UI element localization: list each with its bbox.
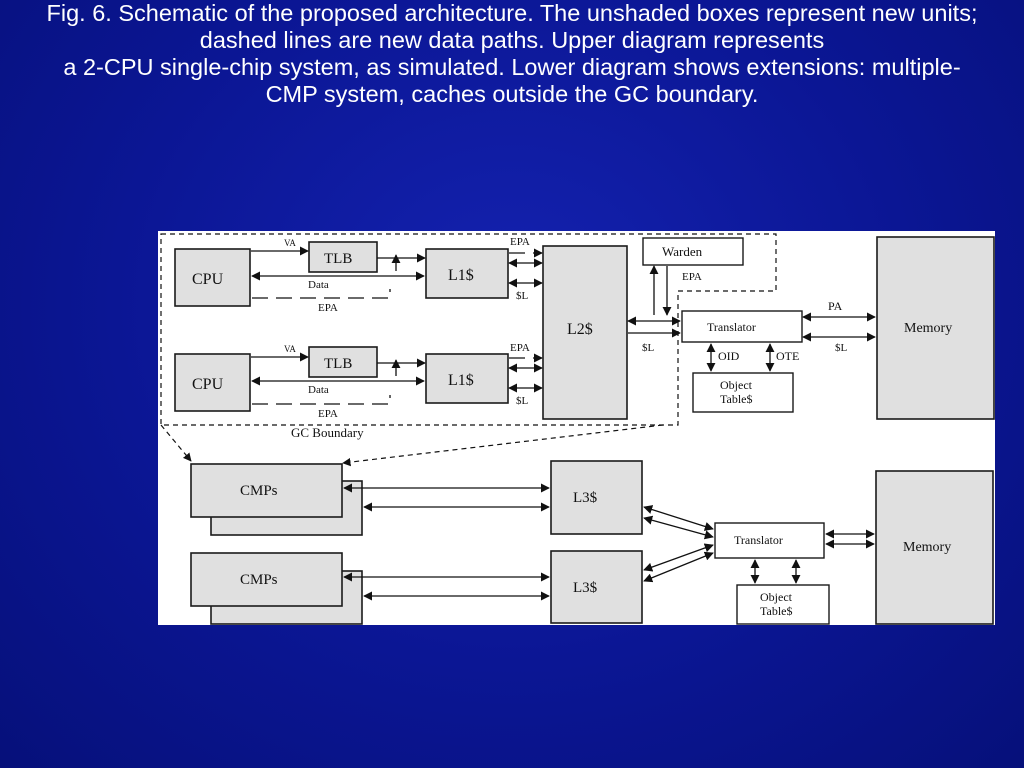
l3-1-translator-link-a bbox=[643, 505, 714, 531]
data-1-label: Data bbox=[308, 279, 329, 291]
object-table-lower-label-1: Object bbox=[760, 590, 793, 604]
l3-2-translator-link-b bbox=[643, 551, 714, 583]
caption-line-1: Fig. 6. Schematic of the proposed archit… bbox=[46, 0, 978, 53]
memory-upper-box bbox=[876, 236, 995, 420]
l3-1-translator-link-b bbox=[643, 515, 714, 540]
sl-l2-translator-label: $L bbox=[642, 342, 655, 354]
sl-memory-label: $L bbox=[835, 342, 848, 354]
sl-l1-2-label: $L bbox=[516, 395, 529, 407]
cmps-2-label: CMPs bbox=[240, 572, 278, 588]
l3-cache-2-label: L3$ bbox=[573, 580, 598, 596]
epa-1-label: EPA bbox=[318, 302, 338, 314]
warden-label: Warden bbox=[662, 244, 703, 259]
gc-boundary-outline bbox=[160, 233, 777, 426]
object-table-upper-label-1: Object bbox=[720, 378, 753, 392]
cpu-1-label: CPU bbox=[192, 271, 224, 288]
architecture-schematic: GC Boundary CPU TLB L1$ VA Data EPA EPA … bbox=[158, 231, 995, 625]
memory-upper-label: Memory bbox=[904, 321, 952, 336]
memory-lower-box bbox=[875, 470, 994, 625]
l2-cache-box bbox=[542, 245, 628, 420]
cmps-1-label: CMPs bbox=[240, 483, 278, 499]
object-table-lower-label-2: Table$ bbox=[760, 604, 792, 618]
translator-lower-label: Translator bbox=[734, 533, 783, 547]
va-1-label: VA bbox=[284, 238, 296, 248]
translator-upper-box bbox=[681, 310, 803, 343]
oid-label: OID bbox=[718, 349, 740, 363]
ote-label: OTE bbox=[776, 349, 799, 363]
object-table-upper-box bbox=[692, 372, 794, 413]
object-table-lower-box bbox=[736, 584, 830, 625]
l1-cache-1-label: L1$ bbox=[448, 267, 474, 284]
epa-1-dashed-path bbox=[252, 289, 391, 299]
pa-label: PA bbox=[828, 299, 843, 313]
memory-lower-label: Memory bbox=[903, 540, 951, 555]
epa-2-label: EPA bbox=[318, 408, 338, 420]
l1-cache-2-label: L1$ bbox=[448, 372, 474, 389]
translator-upper-label: Translator bbox=[707, 320, 756, 334]
cpu-2-label: CPU bbox=[192, 376, 224, 393]
warden-box bbox=[642, 237, 744, 266]
tlb-2-box bbox=[308, 346, 378, 378]
l1-cache-2-box bbox=[425, 353, 509, 404]
l3-cache-2-box bbox=[550, 550, 643, 624]
l2-cache-label: L2$ bbox=[567, 321, 593, 338]
caption-line-2: a 2-CPU single-chip system, as simulated… bbox=[63, 54, 961, 107]
object-table-upper-label-2: Table$ bbox=[720, 392, 752, 406]
cpu-1-box bbox=[174, 248, 251, 307]
cpu-2-box bbox=[174, 353, 251, 412]
epa-2-dashed-path bbox=[252, 395, 391, 405]
l3-cache-1-label: L3$ bbox=[573, 490, 598, 506]
epa-l1-2-label: EPA bbox=[510, 342, 530, 354]
tlb-2-label: TLB bbox=[324, 356, 352, 372]
l1-cache-1-box bbox=[425, 248, 509, 299]
sl-l1-1-label: $L bbox=[516, 290, 529, 302]
gc-to-cmps-left-dotted bbox=[160, 424, 192, 462]
gc-boundary-label: GC Boundary bbox=[291, 425, 364, 440]
epa-l1-1-label: EPA bbox=[510, 236, 530, 248]
tlb-1-label: TLB bbox=[324, 251, 352, 267]
data-2-label: Data bbox=[308, 384, 329, 396]
gc-to-cmps-right-dotted bbox=[342, 424, 664, 467]
l3-cache-1-box bbox=[550, 460, 643, 535]
va-2-label: VA bbox=[284, 344, 296, 354]
cmps-2-front-box bbox=[190, 552, 343, 607]
cmps-1-front-box bbox=[190, 463, 343, 518]
translator-lower-box bbox=[714, 522, 825, 559]
warden-epa-label: EPA bbox=[682, 271, 702, 283]
figure-caption: Fig. 6. Schematic of the proposed archit… bbox=[40, 0, 984, 108]
tlb-1-box bbox=[308, 241, 378, 273]
